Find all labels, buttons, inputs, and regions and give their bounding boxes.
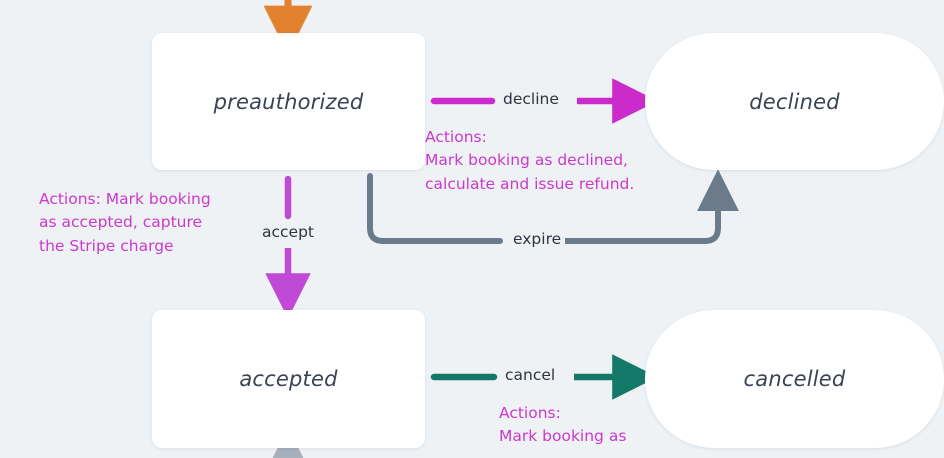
node-declined-label: declined [749, 89, 840, 114]
note-cancel-actions: Actions: Mark booking as [499, 404, 627, 446]
node-accepted-label: accepted [239, 367, 338, 391]
note-decline-actions: Actions: Mark booking as declined, calcu… [425, 128, 635, 193]
node-accepted[interactable]: accepted [152, 310, 425, 448]
edge-label-expire: expire [509, 230, 566, 248]
node-cancelled-label: cancelled [743, 367, 846, 391]
node-cancelled[interactable]: cancelled [645, 310, 944, 448]
edge-label-cancel: cancel [501, 366, 560, 384]
edge-label-decline: decline [499, 90, 563, 108]
node-preauthorized-label: preauthorized [213, 89, 364, 114]
node-preauthorized[interactable]: preauthorized [152, 33, 425, 170]
node-declined[interactable]: declined [645, 33, 944, 170]
note-accept-actions: Actions: Mark booking as accepted, captu… [39, 190, 211, 255]
edge-label-accept: accept [258, 223, 318, 241]
